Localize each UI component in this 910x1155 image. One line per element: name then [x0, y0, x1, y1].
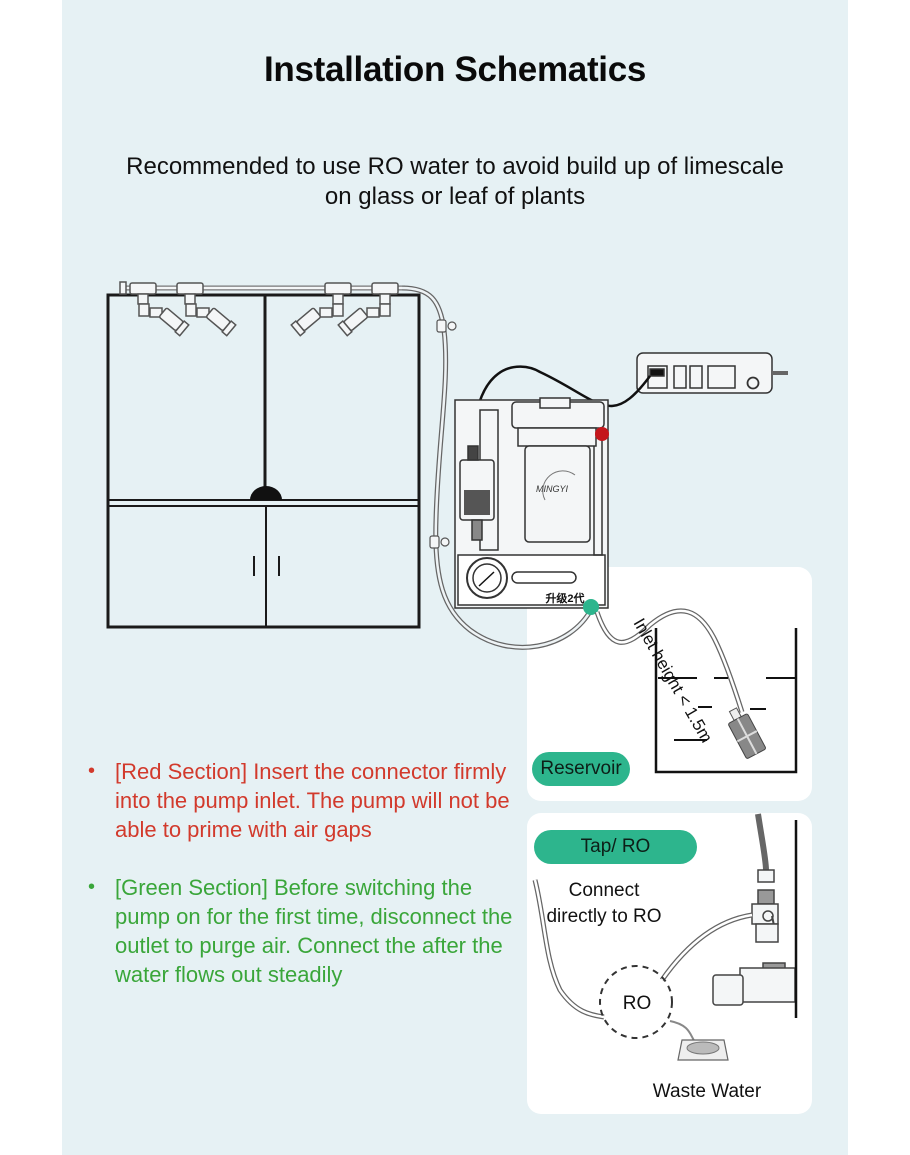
floor-drain-icon — [677, 1039, 729, 1061]
page-subtitle: Recommended to use RO water to avoid bui… — [126, 153, 784, 210]
aquarium-cabinet — [106, 293, 421, 629]
mist-nozzle-icon — [290, 282, 352, 337]
pump-unit: MINGYI 升级2代 — [454, 397, 609, 609]
reservoir-tank — [654, 628, 798, 774]
page-title: Installation Schematics — [263, 50, 647, 89]
mist-nozzle-icon — [337, 282, 399, 337]
tap-ro-pill: Tap/ RO — [534, 830, 697, 864]
green-section-text: [Green Section] Before switching the pum… — [115, 875, 513, 987]
red-section-note: • [Red Section] Insert the connector fir… — [86, 757, 516, 844]
power-strip — [636, 352, 788, 394]
inlet-hose — [594, 608, 745, 713]
outlet-hose — [401, 285, 595, 650]
red-section-text: [Red Section] Insert the connector firml… — [115, 759, 510, 842]
ro-hoses — [532, 879, 753, 1043]
hose-clip-icon — [436, 319, 457, 333]
ro-unit-outline — [599, 965, 673, 1039]
pump-brand: MINGYI — [536, 484, 569, 494]
ro-label: RO — [622, 993, 652, 1014]
reservoir-pill: Reservoir — [532, 752, 630, 786]
tap-valve — [712, 813, 798, 1018]
green-section-marker — [583, 599, 599, 615]
pump-badge: 升级2代 — [545, 591, 584, 605]
bullet-icon: • — [88, 760, 96, 782]
power-cable — [471, 365, 652, 461]
mist-nozzle-icon — [129, 282, 190, 337]
mist-nozzle-bar — [119, 281, 405, 337]
green-section-note: • [Green Section] Before switching the p… — [86, 873, 516, 989]
glass-brace — [250, 486, 282, 500]
inlet-filter-icon — [728, 707, 766, 759]
mist-nozzle-icon — [176, 282, 237, 337]
waste-water-label: Waste Water — [652, 1081, 762, 1102]
instruction-notes: • [Red Section] Insert the connector fir… — [86, 757, 516, 1018]
connect-ro-label: Connect directly to RO — [546, 880, 662, 927]
bullet-icon: • — [88, 876, 96, 898]
hose-clip-icon — [429, 535, 450, 549]
red-section-marker — [595, 427, 609, 441]
